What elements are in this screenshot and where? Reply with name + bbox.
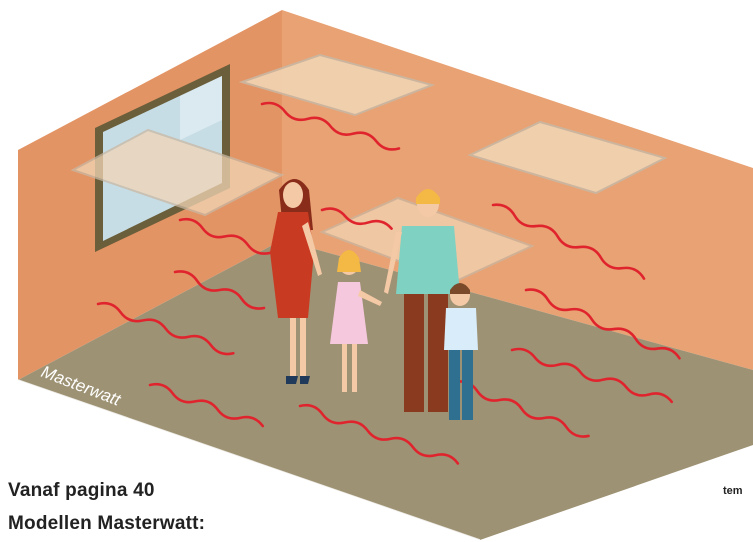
caption-models-heading: Modellen Masterwatt: xyxy=(8,513,205,535)
cut-off-side-text: tem xyxy=(723,485,743,497)
caption-page-reference: Vanaf pagina 40 xyxy=(8,480,155,502)
